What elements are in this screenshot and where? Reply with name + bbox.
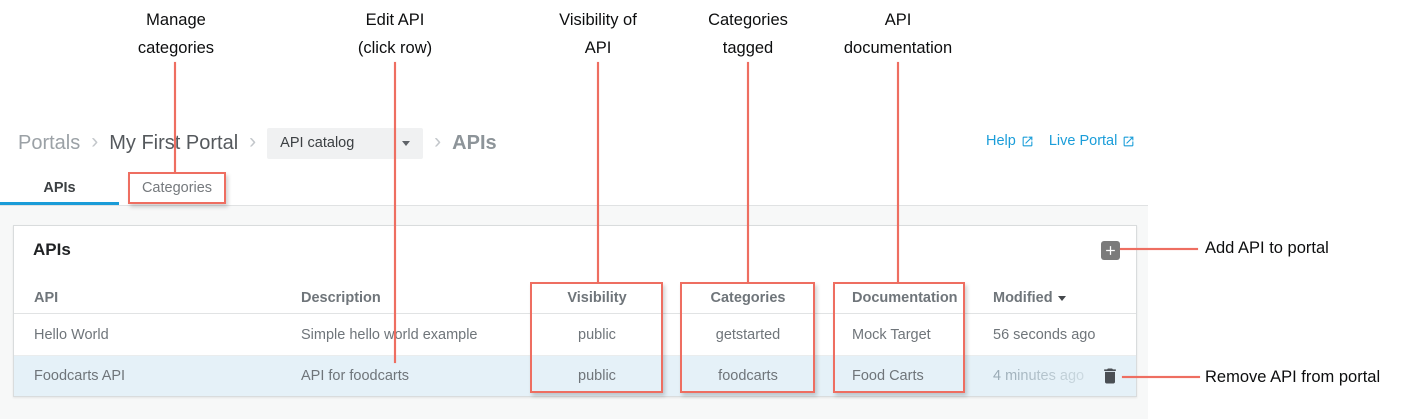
table-header-row: API Description Visibility Categories Do…	[14, 282, 1136, 314]
sort-desc-icon	[1057, 295, 1066, 301]
caret-down-icon	[402, 140, 411, 146]
apis-panel: APIs API Description Visibility Categori…	[13, 225, 1137, 397]
breadcrumb: Portals › My First Portal › API catalog …	[18, 127, 497, 159]
table-row-foodcarts[interactable]: Foodcarts API API for foodcarts public f…	[14, 356, 1136, 396]
header-links: Help Live Portal	[986, 133, 1135, 149]
annotation-line-manage-categories	[174, 62, 176, 172]
external-link-icon	[1123, 136, 1134, 146]
callout-api-documentation: API documentation	[843, 11, 953, 57]
cell-documentation: Food Carts	[852, 368, 924, 384]
column-header-api[interactable]: API	[34, 289, 59, 306]
add-api-button[interactable]	[1101, 241, 1120, 260]
annotation-box-documentation-column	[833, 282, 965, 393]
cell-api: Foodcarts API	[34, 368, 126, 384]
cell-api: Hello World	[34, 326, 109, 343]
cell-modified: 4 minutes ago	[993, 368, 1085, 384]
cell-description: API for foodcarts	[301, 368, 409, 384]
trash-icon	[1104, 368, 1116, 384]
cell-categories: foodcarts	[718, 368, 778, 384]
callout-manage-categories: Manage categories	[137, 11, 215, 57]
annotation-line-api-documentation	[897, 62, 899, 282]
cell-visibility: public	[578, 368, 616, 384]
breadcrumb-portal-name-link[interactable]: My First Portal	[109, 131, 239, 154]
panel-title: APIs	[33, 240, 71, 259]
remove-api-button[interactable]	[1100, 366, 1120, 386]
annotation-box-categories-column	[680, 282, 815, 393]
callout-edit-api: Edit API (click row)	[357, 11, 433, 57]
table-row-hello-world[interactable]: Hello World Simple hello world example p…	[14, 314, 1136, 356]
column-header-documentation[interactable]: Documentation	[852, 289, 958, 306]
chevron-right-icon: ›	[434, 130, 442, 153]
annotation-line-add-api	[1120, 248, 1198, 250]
help-link[interactable]: Help	[986, 133, 1034, 149]
active-tab-underline	[0, 202, 119, 205]
annotation-box-categories-tab	[128, 172, 226, 204]
annotation-box-visibility-column	[530, 282, 663, 393]
callout-add-api: Add API to portal	[1205, 239, 1329, 257]
cell-categories: getstarted	[715, 326, 781, 343]
annotation-line-remove-api	[1122, 376, 1200, 378]
cell-description: Simple hello world example	[301, 326, 478, 343]
column-header-visibility[interactable]: Visibility	[567, 289, 627, 306]
annotation-line-visibility	[597, 62, 599, 282]
breadcrumb-portals-link[interactable]: Portals	[18, 131, 81, 154]
chevron-right-icon: ›	[91, 130, 99, 153]
tabs-divider	[0, 205, 1148, 206]
tab-apis[interactable]: APIs	[43, 180, 76, 196]
tab-categories[interactable]: Categories	[141, 180, 213, 196]
plus-icon	[1106, 246, 1115, 255]
chevron-right-icon: ›	[249, 130, 257, 153]
column-header-description[interactable]: Description	[301, 289, 381, 306]
breadcrumb-current-page: APIs	[452, 131, 497, 154]
annotation-line-categories-tagged	[747, 62, 749, 282]
column-header-modified[interactable]: Modified	[993, 290, 1066, 306]
cell-visibility: public	[578, 326, 616, 343]
external-link-icon	[1022, 136, 1033, 146]
cell-modified: 56 seconds ago	[993, 326, 1096, 343]
page-select-value: API catalog	[280, 135, 355, 151]
callout-remove-api: Remove API from portal	[1205, 368, 1381, 386]
live-portal-link[interactable]: Live Portal	[1049, 133, 1136, 149]
help-link-label: Help	[986, 133, 1016, 149]
annotation-line-edit-api	[394, 62, 396, 363]
column-header-categories[interactable]: Categories	[710, 289, 786, 306]
callout-visibility-of-api: Visibility of API	[559, 11, 637, 57]
page-select-dropdown[interactable]: API catalog	[267, 127, 424, 159]
callout-categories-tagged: Categories tagged	[708, 11, 788, 57]
cell-documentation: Mock Target	[852, 326, 931, 343]
live-portal-link-label: Live Portal	[1048, 133, 1118, 149]
